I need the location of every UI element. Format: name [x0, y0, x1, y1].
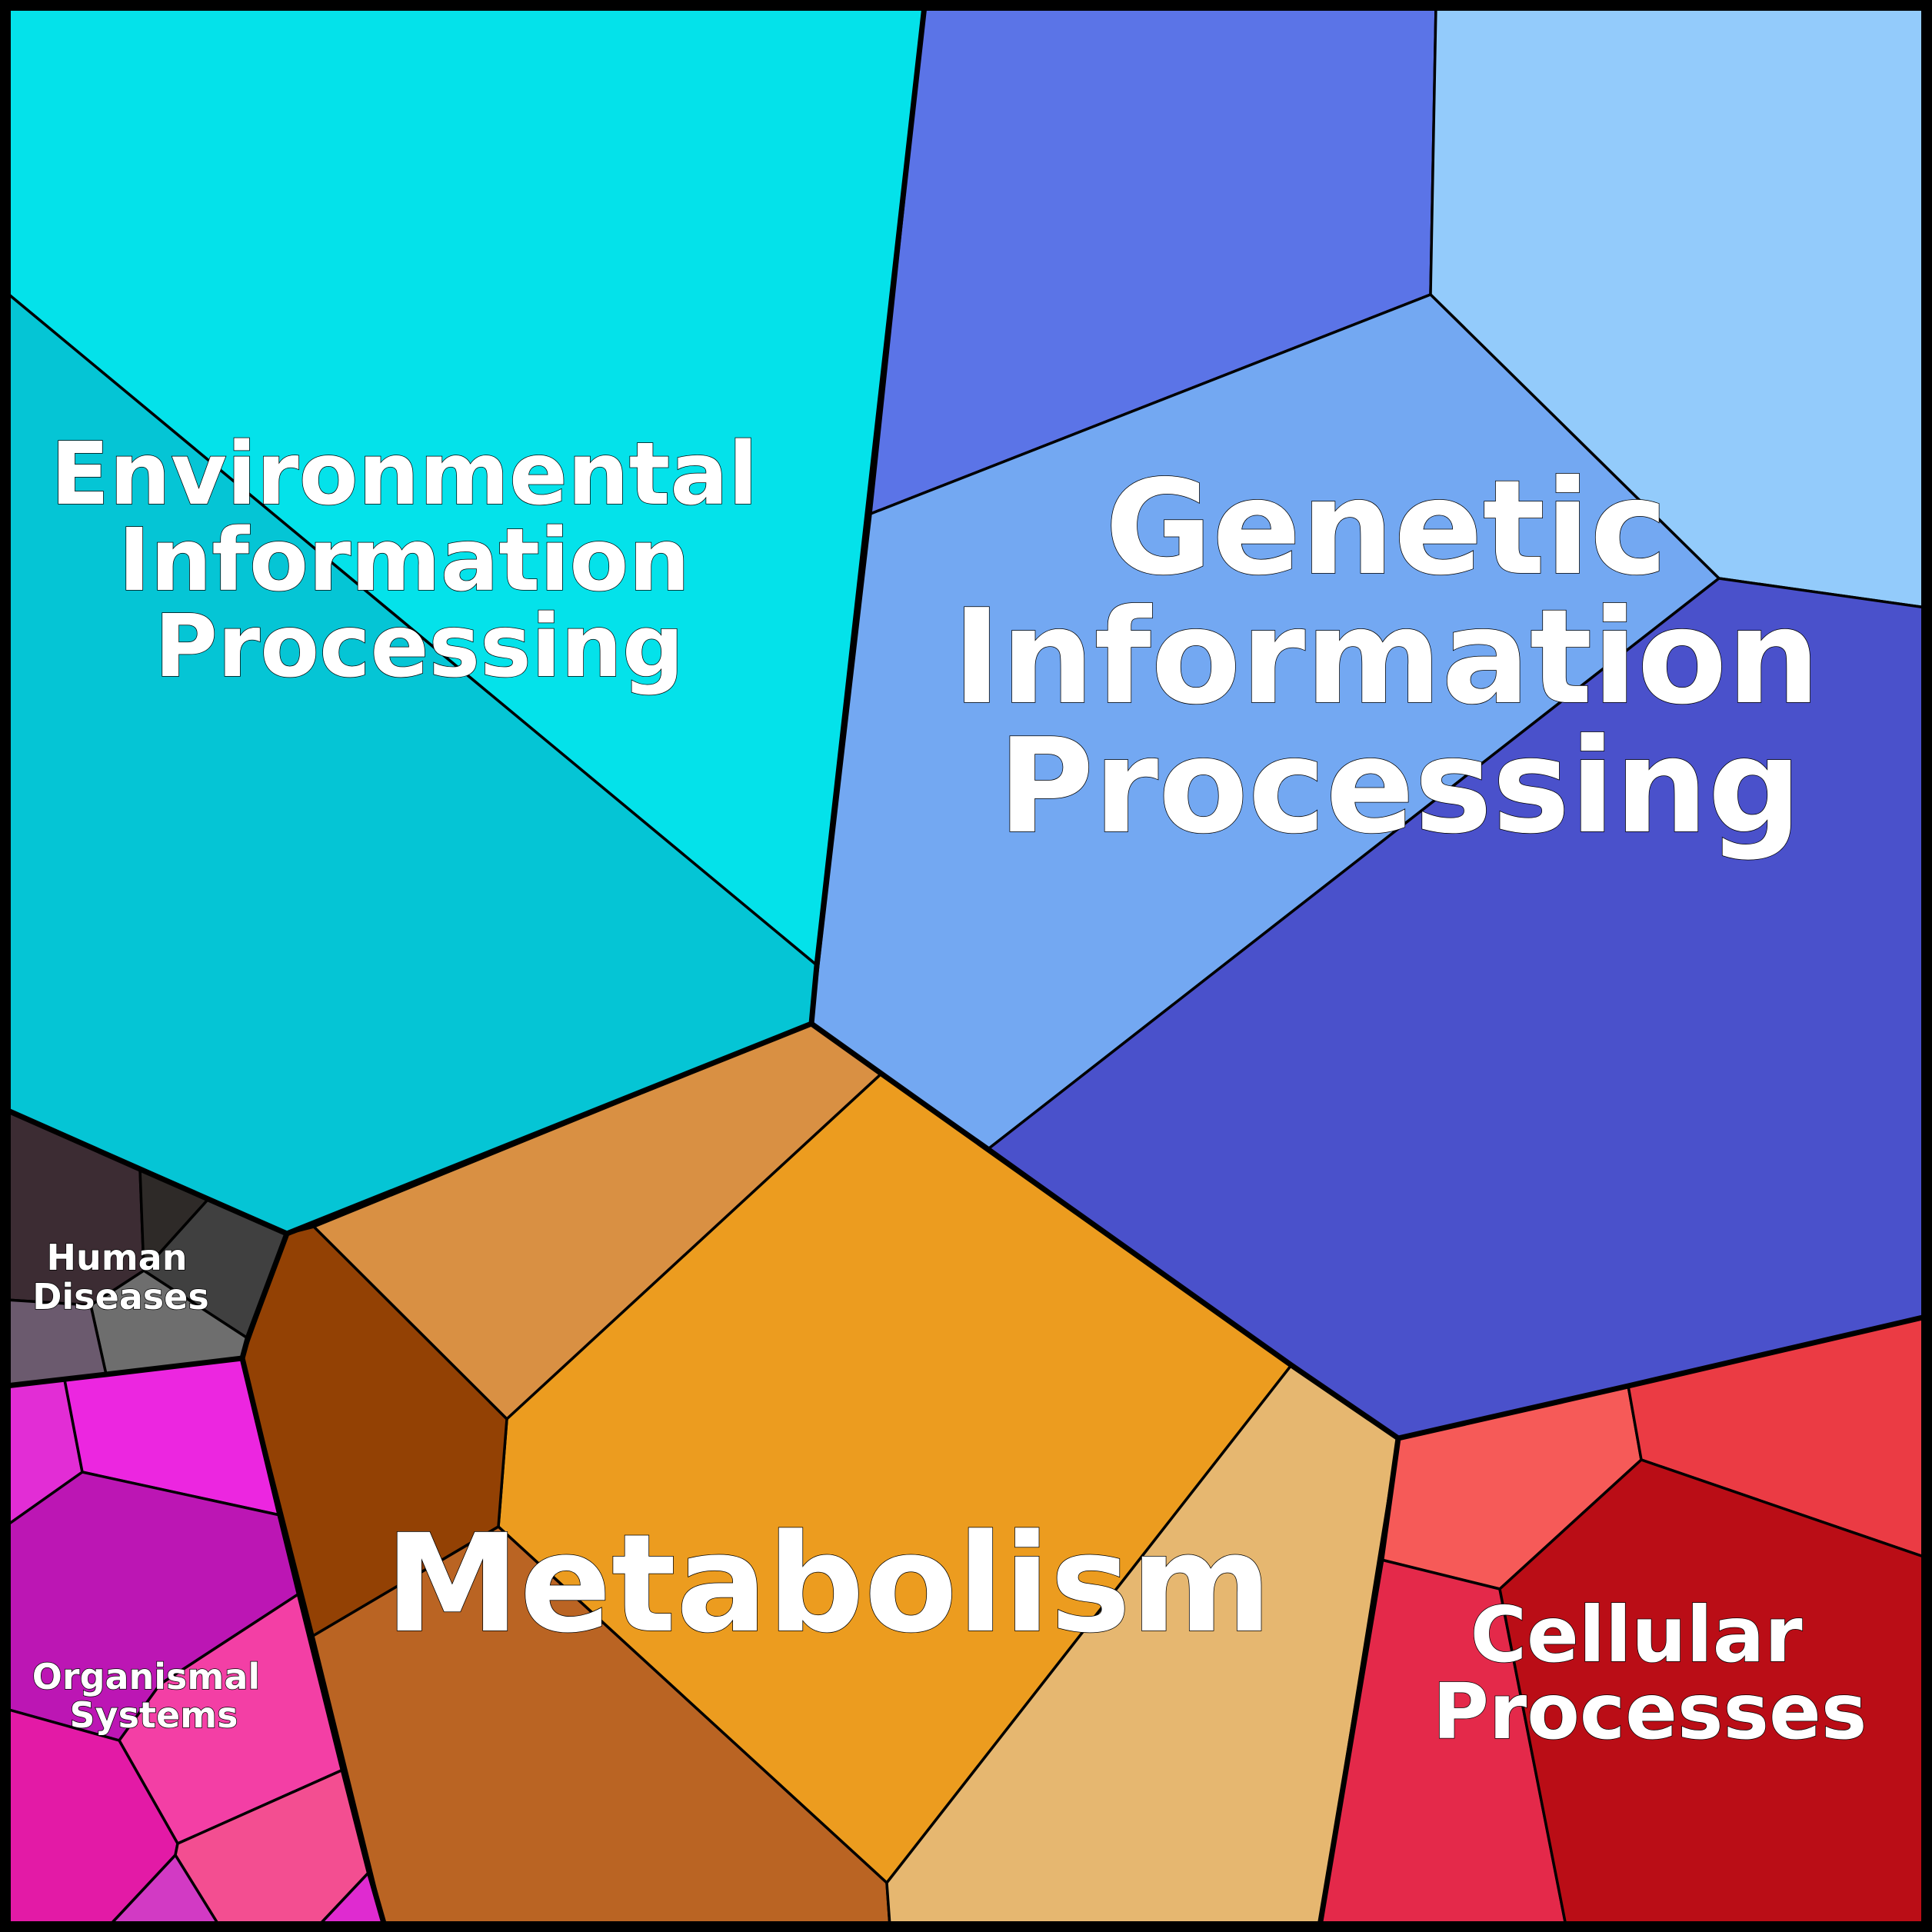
label-genetic-line-1: Genetic: [1105, 452, 1667, 605]
label-environmental-line-2: Information: [118, 511, 690, 611]
label-environmental-line-1: Environmental: [51, 425, 758, 525]
label-human-diseases-line-2: Diseases: [32, 1276, 209, 1317]
label-organismal: Organismal Systems: [32, 1656, 272, 1736]
label-environmental: Environmental Information Processing: [51, 425, 788, 697]
label-cellular: Cellular Processes: [1433, 1590, 1867, 1757]
label-human-diseases-line-1: Human: [47, 1237, 188, 1278]
label-environmental-line-3: Processing: [155, 597, 684, 697]
label-cellular-line-1: Cellular: [1471, 1590, 1804, 1680]
genetic-metabolism-boundary: [809, 1021, 1400, 1441]
label-genetic: Genetic Information Processing: [952, 452, 1865, 863]
metabolism-cellular-boundary: [1317, 1437, 1401, 1927]
label-genetic-line-2: Information: [952, 581, 1820, 734]
genetic-cells: [810, 5, 1927, 1440]
env-metabolism-boundary: [285, 1021, 813, 1237]
label-organismal-line-2: Systems: [70, 1694, 238, 1736]
metabolism-organismal-boundary: [239, 1357, 388, 1927]
label-genetic-line-3: Processing: [998, 711, 1802, 863]
organismal-cells: [5, 1357, 386, 1927]
label-metabolism-line-1: Metabolism: [385, 1505, 1271, 1663]
human-organismal-boundary: [5, 1355, 243, 1389]
group-boundaries: [5, 5, 1927, 1927]
label-human-diseases: Human Diseases: [32, 1237, 209, 1317]
genetic-cellular-boundary: [1397, 1314, 1927, 1441]
metabolism-human-boundary: [239, 1232, 290, 1359]
cellular-cells: [1318, 1315, 1927, 1927]
env-genetic-boundary: [808, 5, 928, 1024]
label-organismal-line-1: Organismal: [32, 1656, 260, 1697]
label-cellular-line-2: Processes: [1433, 1667, 1867, 1757]
env-human-boundary: [5, 1107, 288, 1237]
label-metabolism: Metabolism: [385, 1505, 1271, 1663]
